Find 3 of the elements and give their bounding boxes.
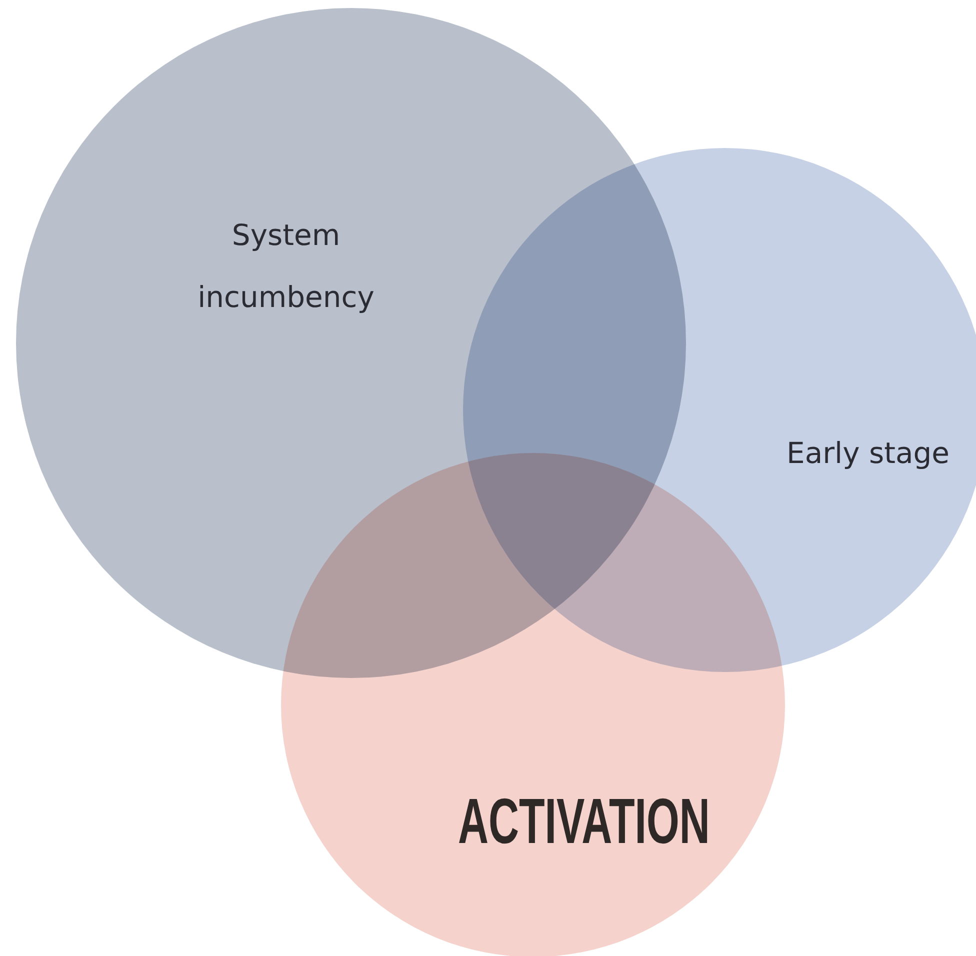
circle-label: Early stage	[786, 435, 950, 472]
circle-label: ACTIVATION	[458, 789, 710, 853]
circle-label: System incumbency	[196, 217, 376, 316]
